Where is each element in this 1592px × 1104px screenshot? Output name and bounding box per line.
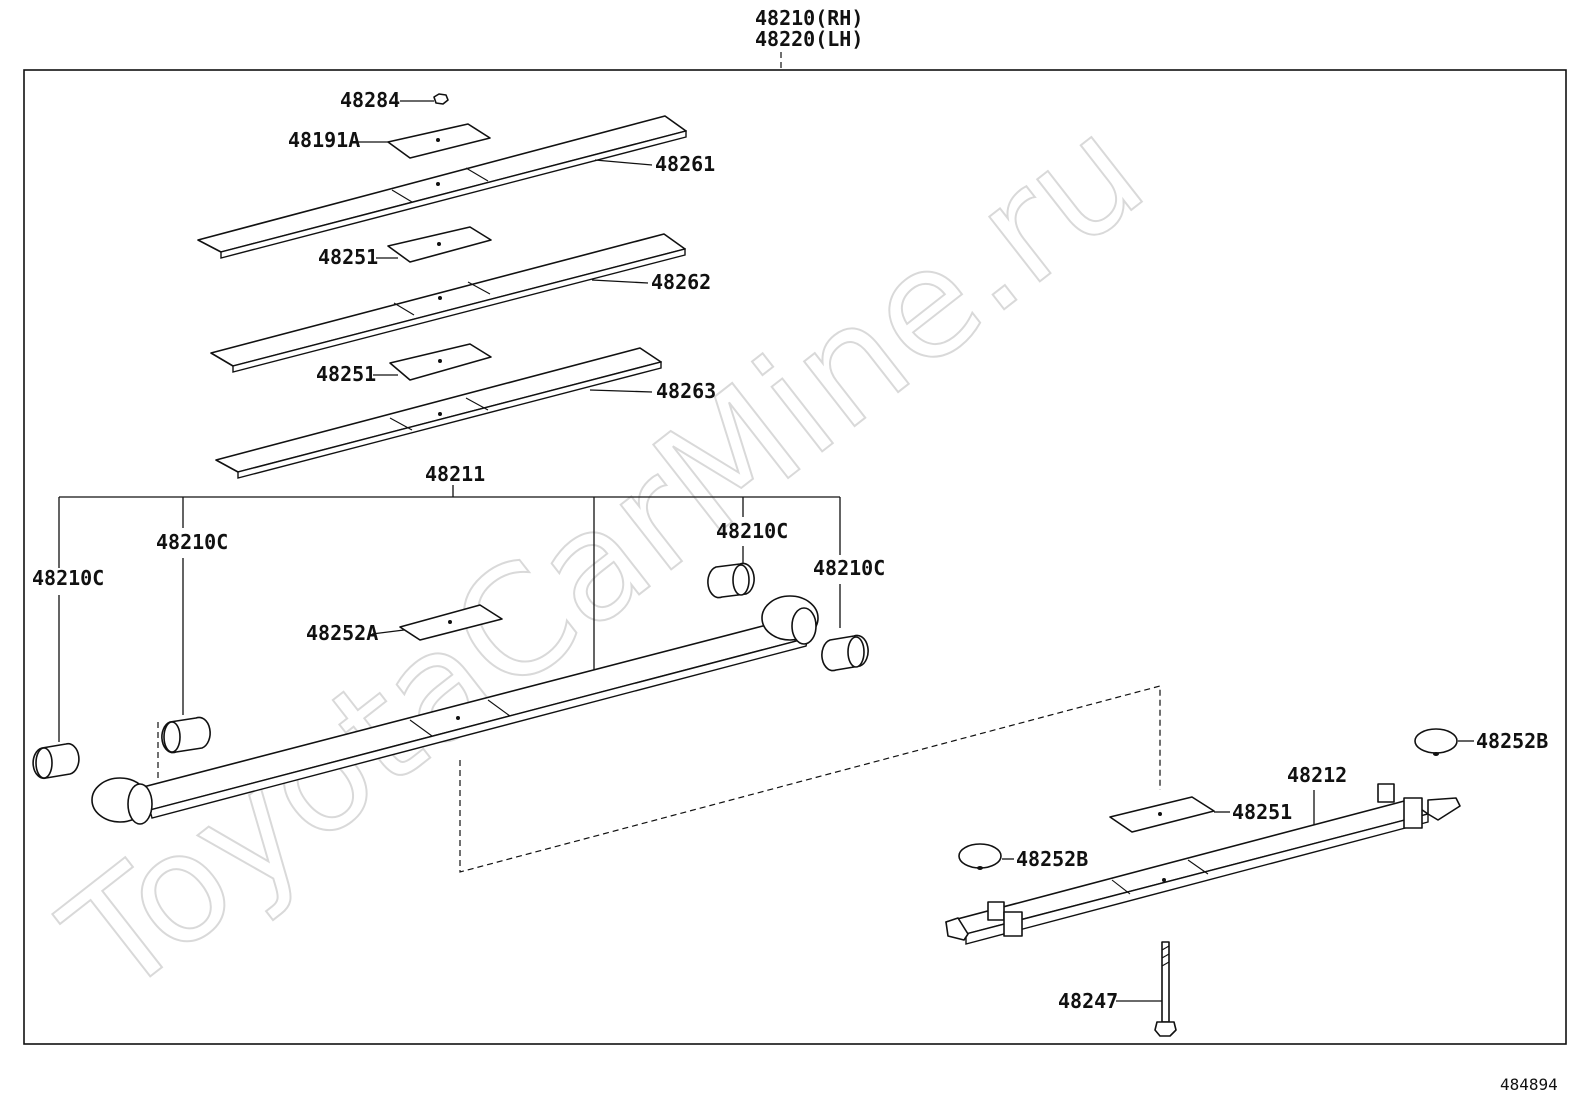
label-bushing-right-upper[interactable]: 48210C <box>716 519 788 543</box>
label-leaf-3[interactable]: 48263 <box>656 379 716 403</box>
label-nut[interactable]: 48284 <box>340 88 400 112</box>
bushing-right-part[interactable] <box>821 634 869 672</box>
insert-sub-hole <box>1158 812 1162 816</box>
label-assy-rh[interactable]: 48210(RH) <box>755 6 863 30</box>
label-insert-2[interactable]: 48251 <box>316 362 376 386</box>
bushing-right-upper-part[interactable] <box>707 562 755 599</box>
label-insert-b-lower[interactable]: 48252B <box>1016 847 1088 871</box>
leaf-2-part[interactable] <box>210 233 686 373</box>
leaf-1-part[interactable] <box>197 115 687 259</box>
insert-main-hole <box>448 620 452 624</box>
label-leaf-2[interactable]: 48262 <box>651 270 711 294</box>
insert-2-hole <box>438 359 442 363</box>
plate-a-hole <box>436 138 440 142</box>
label-insert-1[interactable]: 48251 <box>318 245 378 269</box>
label-bushing-left[interactable]: 48210C <box>156 530 228 554</box>
label-bushing-far-left[interactable]: 48210C <box>32 566 104 590</box>
leaf-3-part[interactable] <box>215 347 662 479</box>
center-bolt-part[interactable] <box>1154 941 1177 1037</box>
leader-leaf-3 <box>589 389 653 393</box>
watermark: ToyotaCarMine.ru <box>34 84 1175 1028</box>
label-insert-sub[interactable]: 48251 <box>1232 800 1292 824</box>
bracket-main-leaf <box>58 485 841 672</box>
leader-leaf-1 <box>594 159 653 166</box>
leader-insert-main <box>371 629 405 635</box>
insert-1-hole <box>437 242 441 246</box>
nut-part[interactable] <box>433 93 449 105</box>
insert-b-lower-part[interactable] <box>958 843 1002 870</box>
main-leaf-part[interactable] <box>91 595 819 825</box>
label-leaf-sub[interactable]: 48212 <box>1287 763 1347 787</box>
label-insert-main[interactable]: 48252A <box>306 621 378 645</box>
bushing-left-part[interactable] <box>157 716 211 780</box>
diagram-id: 484894 <box>1500 1075 1558 1094</box>
label-plate-a[interactable]: 48191A <box>288 128 360 152</box>
leader-leaf-2 <box>591 279 649 284</box>
insert-sub-part[interactable] <box>1109 796 1215 833</box>
sub-leaf-part[interactable] <box>945 783 1461 945</box>
insert-b-upper-part[interactable] <box>1414 728 1458 756</box>
label-insert-b-upper[interactable]: 48252B <box>1476 729 1548 753</box>
label-center-bolt[interactable]: 48247 <box>1058 989 1118 1013</box>
label-bushing-right[interactable]: 48210C <box>813 556 885 580</box>
label-assy-lh[interactable]: 48220(LH) <box>755 27 863 51</box>
label-leaf-1[interactable]: 48261 <box>655 152 715 176</box>
bushing-far-left-part[interactable] <box>32 742 80 780</box>
diagram-frame <box>23 69 1567 1045</box>
assembly-dashed-line <box>459 685 1161 873</box>
label-main-leaf[interactable]: 48211 <box>425 462 485 486</box>
